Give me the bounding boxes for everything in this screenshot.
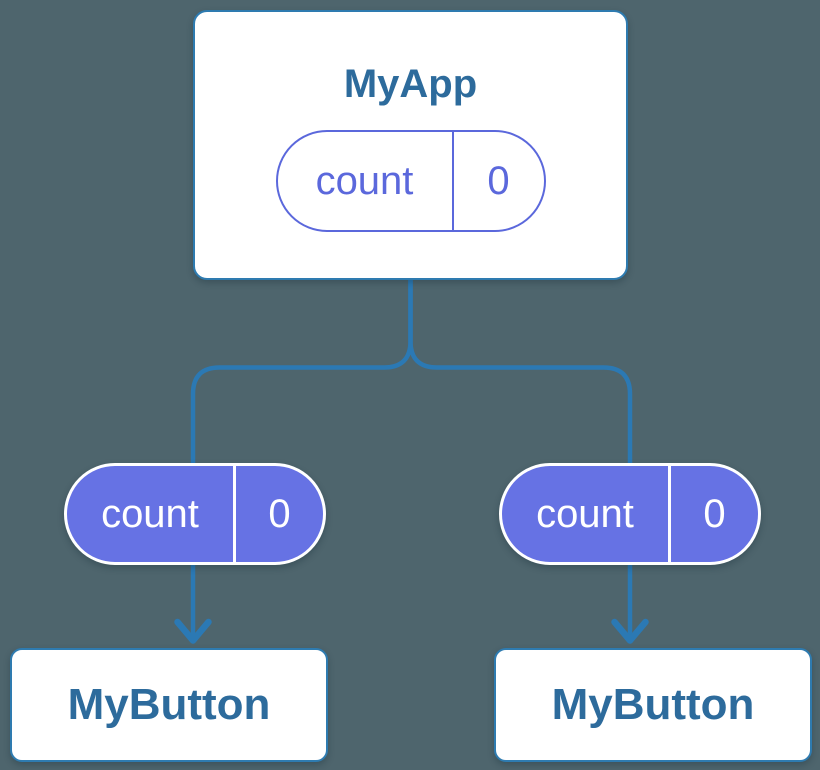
state-value: 0 — [703, 491, 726, 536]
state-pill-root: count 0 — [275, 130, 546, 232]
arrowhead-down-right-icon — [611, 618, 649, 644]
child-node-mybutton-left: MyButton — [10, 648, 328, 762]
state-name: count — [502, 466, 671, 562]
branch-right — [408, 279, 633, 637]
state-name: count — [278, 132, 454, 230]
root-node-myapp: MyApp count 0 — [193, 10, 628, 280]
state-value: 0 — [487, 158, 510, 203]
state-name: count — [67, 466, 236, 562]
arrowhead-down-left-icon — [174, 618, 212, 644]
branch-left — [190, 279, 413, 637]
child-node-mybutton-right: MyButton — [494, 648, 812, 762]
state-pill-child-left: count 0 — [64, 463, 326, 565]
node-title: MyApp — [343, 62, 478, 106]
state-pill-child-right: count 0 — [499, 463, 761, 565]
state-value: 0 — [268, 491, 291, 536]
